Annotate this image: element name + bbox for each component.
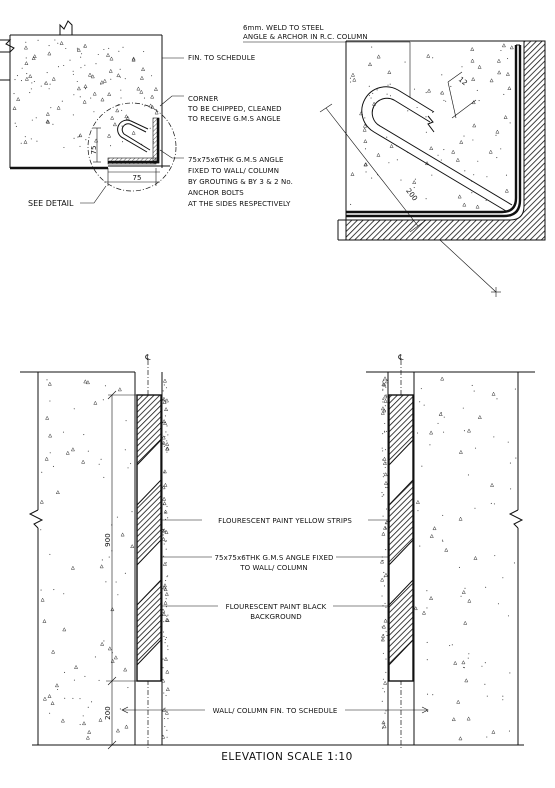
callout-lines <box>121 519 429 714</box>
left-column <box>20 371 163 745</box>
leaders-plan <box>80 57 184 204</box>
callout-angle-1: 75x75x6THK G.M.S ANGLE FIXED <box>215 554 334 562</box>
callout-yellow-strips: FLOURESCENT PAINT YELLOW STRIPS <box>218 517 352 525</box>
concrete-texture-detail <box>349 43 514 209</box>
dimension-200-diag <box>319 103 501 297</box>
elevation: ℄ ℄ <box>20 353 535 763</box>
label-angle-3: BY GROUTING & BY 3 & 2 No. <box>188 178 293 186</box>
label-angle-2: FIXED TO WALL/ COLUMN <box>188 167 279 175</box>
detail-enlarged: 200 12 6mm. WELD TO STEEL ANGLE & ARCHOR… <box>243 24 546 297</box>
gms-angle-detail <box>346 44 522 218</box>
column-boundary <box>337 40 546 241</box>
callout-black-1: FLOURESCENT PAINT BLACK <box>226 603 327 611</box>
callout-angle-2: TO WALL/ COLUMN <box>239 564 308 572</box>
right-column <box>366 371 535 745</box>
label-angle-4: ANCHOR BOLTS <box>188 189 244 197</box>
detail-plan: 75 75 FIN. TO SCHEDULE CORNER TO BE CHIP… <box>0 20 293 208</box>
dim-75-vertical: 75 <box>90 145 98 154</box>
label-weld-2: ANGLE & ARCHOR IN R.C. COLUMN <box>243 33 368 41</box>
label-see-detail: SEE DETAIL <box>28 199 74 208</box>
detail-circle <box>87 102 177 192</box>
dim-200: 200 <box>104 706 112 720</box>
dim-75-horizontal: 75 <box>132 174 141 182</box>
wall-texture <box>39 376 517 741</box>
label-corner-2: TO BE CHIPPED, CLEANED <box>187 105 282 113</box>
corner-guard-left <box>136 394 162 682</box>
dimensions-plan <box>93 127 160 186</box>
label-corner-1: CORNER <box>188 95 218 103</box>
gms-angle-plan <box>10 117 170 170</box>
label-angle-1: 75x75x6THK G.M.S ANGLE <box>188 156 283 164</box>
elevation-title: ELEVATION SCALE 1:10 <box>221 751 353 763</box>
dim-200-detail: 200 <box>404 187 419 203</box>
label-corner-3: TO RECEIVE G.M.S ANGLE <box>187 115 281 123</box>
centerline-symbol-left: ℄ <box>145 353 151 362</box>
callout-black-2: BACKGROUND <box>250 613 302 621</box>
concrete-texture <box>12 39 159 149</box>
vertical-dimension <box>106 390 137 750</box>
anchor-bolt-plan <box>117 119 151 153</box>
leader-weld <box>243 41 411 98</box>
dim-900: 900 <box>104 533 112 547</box>
concrete-block <box>0 20 163 168</box>
corner-guard-right <box>388 394 414 682</box>
callout-wall-fin: WALL/ COLUMN FIN. TO SCHEDULE <box>213 707 338 715</box>
finish-hatch <box>345 40 546 241</box>
anchor-bolt-detail <box>361 86 513 212</box>
label-weld-1: 6mm. WELD TO STEEL <box>243 24 324 32</box>
centerline-symbol-right: ℄ <box>398 353 404 362</box>
dimension-12 <box>447 71 477 119</box>
label-fin-to-schedule: FIN. TO SCHEDULE <box>188 54 255 62</box>
label-angle-5: AT THE SIDES RESPECTIVELY <box>188 200 291 208</box>
dim-12: 12 <box>457 75 469 87</box>
